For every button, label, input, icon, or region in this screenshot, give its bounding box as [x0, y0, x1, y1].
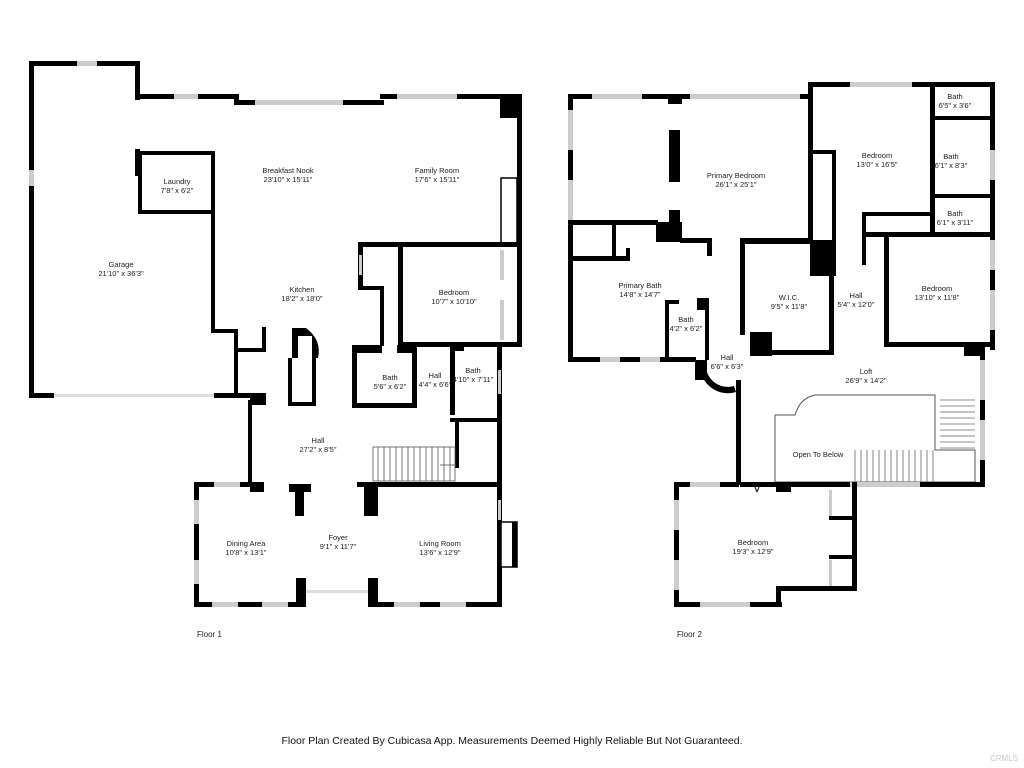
- room-name-garage: Garage: [108, 260, 133, 269]
- floor-1-stairs: [372, 446, 456, 482]
- room-dims-bath-2: 4'10" x 7'11": [453, 375, 494, 384]
- room-dims-family-room: 17'6" x 15'11": [415, 175, 460, 184]
- room-name-bath-5: Bath: [947, 209, 962, 218]
- room-dims-breakfast-nook: 23'10" x 15'11": [264, 175, 313, 184]
- room-name-bedroom-1: Bedroom: [439, 288, 469, 297]
- room-dims-hall-2: 27'2" x 8'5": [300, 445, 337, 454]
- bedroom-bath-walls: [352, 242, 522, 485]
- room-dims-primary-bedroom: 26'1" x 25'1": [715, 180, 756, 189]
- room-dims-foyer: 9'1" x 11'7": [320, 542, 357, 551]
- garage-walls: [29, 61, 250, 398]
- primary-bath-walls: [568, 222, 709, 362]
- floor-1-plan: [29, 61, 522, 607]
- room-name-hall-4: Hall: [721, 353, 734, 362]
- room-name-bath-4: Bath: [943, 152, 958, 161]
- room-name-dining-area: Dining Area: [227, 539, 267, 548]
- room-dims-hall-3: 5'4" x 12'0": [838, 300, 875, 309]
- room-dims-hall-4: 6'6" x 6'3": [711, 362, 744, 371]
- room-dims-primary-bath: 14'8" x 14'7": [619, 290, 660, 299]
- room-name-family-room: Family Room: [415, 166, 459, 175]
- room-dims-hall-1: 4'4" x 6'6": [419, 380, 452, 389]
- kitchen-walls: [211, 210, 319, 406]
- room-dims-dining-area: 10'8" x 13'1": [225, 548, 266, 557]
- room-name-open-to-below: Open To Below: [793, 450, 844, 459]
- room-dims-bath-3: 6'5" x 3'6": [939, 101, 972, 110]
- floor-2-label: Floor 2: [677, 630, 702, 639]
- room-name-bedroom-2: Bedroom: [862, 151, 892, 160]
- room-name-kitchen: Kitchen: [289, 285, 314, 294]
- room-dims-bath-5: 6'1" x 3'11": [937, 218, 974, 227]
- room-name-bedroom-4: Bedroom: [738, 538, 768, 547]
- room-name-loft: Loft: [860, 367, 873, 376]
- room-name-primary-bath: Primary Bath: [618, 281, 661, 290]
- room-name-wic: W.I.C.: [779, 293, 799, 302]
- lower-block-walls: [194, 400, 518, 607]
- laundry-walls: [138, 151, 215, 214]
- watermark: CRMLS: [989, 754, 1018, 763]
- room-dims-laundry: 7'8" x 6'2": [161, 186, 194, 195]
- room-dims-loft: 26'9" x 14'2": [845, 376, 886, 385]
- room-name-bath-6: Bath: [678, 315, 693, 324]
- room-dims-wic: 9'5" x 11'8": [771, 302, 808, 311]
- floor-2-plan: [568, 82, 995, 607]
- room-dims-living-room: 13'6" x 12'9": [419, 548, 460, 557]
- room-dims-bedroom-4: 19'3" x 12'9": [732, 547, 773, 556]
- room-name-foyer: Foyer: [328, 533, 348, 542]
- room-name-bath-1: Bath: [382, 373, 397, 382]
- room-dims-bath-6: 4'2" x 6'2": [670, 324, 703, 333]
- room-name-hall-1: Hall: [429, 371, 442, 380]
- room-name-hall-2: Hall: [312, 436, 325, 445]
- room-dims-bath-4: 6'1" x 8'3": [935, 161, 968, 170]
- room-name-living-room: Living Room: [419, 539, 461, 548]
- room-name-hall-3: Hall: [850, 291, 863, 300]
- room-name-bath-3: Bath: [947, 92, 962, 101]
- top-right-bedroom-walls: [808, 82, 995, 356]
- room-name-bath-2: Bath: [465, 366, 480, 375]
- room-dims-bedroom-3: 13'10" x 11'8": [915, 293, 960, 302]
- room-dims-garage: 21'10" x 36'3": [98, 269, 144, 278]
- room-dims-bedroom-2: 13'0" x 16'5": [856, 160, 897, 169]
- room-name-primary-bedroom: Primary Bedroom: [707, 171, 765, 180]
- wic-hall-walls: [695, 240, 836, 485]
- room-name-breakfast-nook: Breakfast Nook: [262, 166, 314, 175]
- bottom-bedroom-walls: [674, 481, 857, 607]
- room-dims-bath-1: 5'6" x 6'2": [374, 382, 407, 391]
- room-name-bedroom-3: Bedroom: [922, 284, 952, 293]
- room-dims-bedroom-1: 10'7" x 10'10": [431, 297, 477, 306]
- floor-1-label: Floor 1: [197, 630, 222, 639]
- room-name-laundry: Laundry: [163, 177, 190, 186]
- footer-disclaimer: Floor Plan Created By Cubicasa App. Meas…: [281, 735, 743, 747]
- loft-walls: [740, 345, 985, 487]
- house-top-walls: [138, 94, 522, 245]
- room-dims-kitchen: 18'2" x 18'0": [281, 294, 322, 303]
